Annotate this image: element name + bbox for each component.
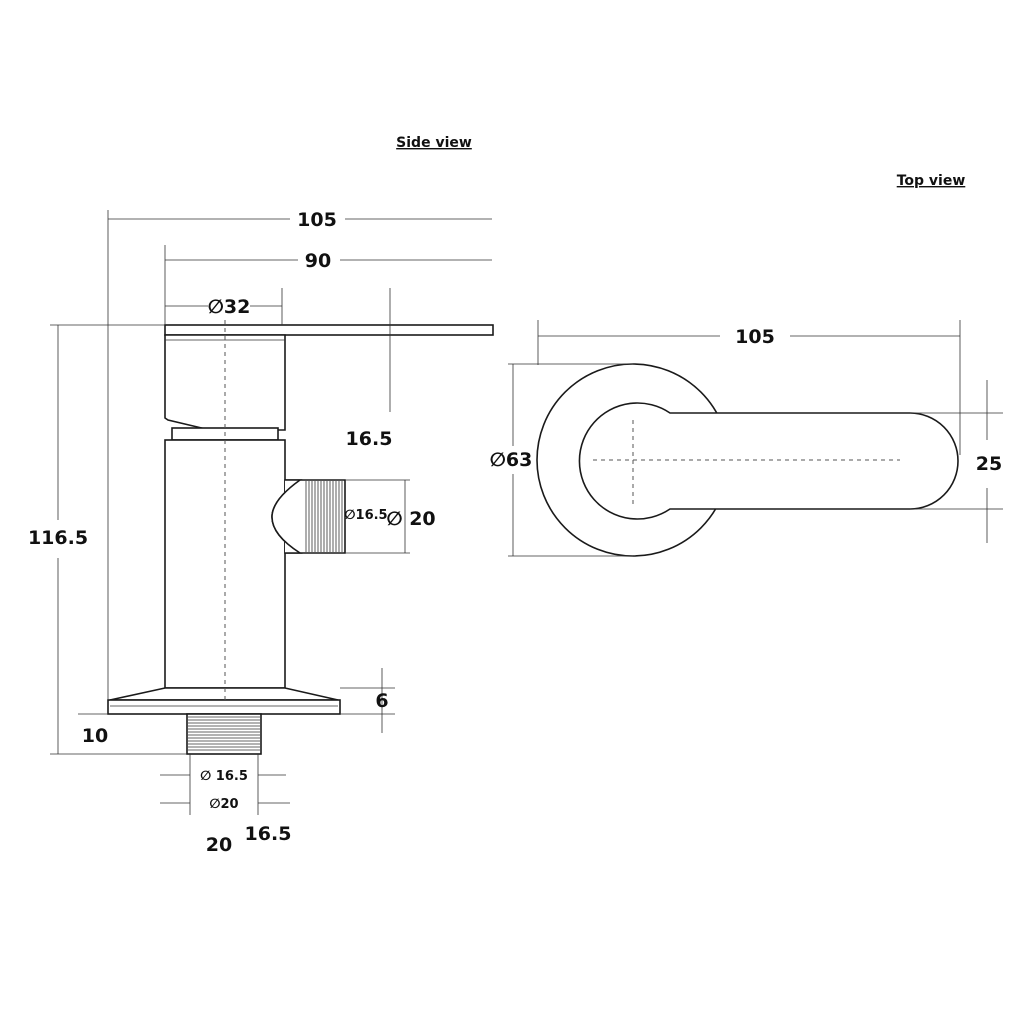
dim-bottom-16-5: 16.5 (245, 823, 292, 845)
dim-outlet-outer: ∅ 20 (386, 508, 435, 530)
outlet-connection (271, 479, 346, 554)
dim-bottom-20: 20 (206, 834, 232, 856)
lever-top (578, 402, 959, 520)
dim-body-width: 90 (305, 250, 331, 272)
side-view: 105 90 ∅32 16.5 116.5 ∅16.5 ∅ 20 6 1 (28, 209, 494, 856)
base-flange (107, 687, 341, 715)
side-view-title: Side view (396, 135, 472, 151)
dim-top-diameter: ∅63 (490, 449, 533, 471)
top-view-title: Top view (897, 173, 966, 189)
dim-flange: 6 (375, 690, 388, 712)
lever-handle (164, 324, 494, 431)
dim-lever-gap: 16.5 (346, 428, 393, 450)
dim-top-lever-width: 25 (976, 453, 1002, 475)
dim-diameter-32: ∅32 (208, 296, 251, 318)
dim-top-length: 105 (735, 326, 775, 348)
inlet-thread (186, 713, 262, 755)
dim-inlet-outer: ∅20 (209, 797, 238, 812)
dim-overall-width: 105 (297, 209, 337, 231)
dim-outlet-inner: ∅16.5 (344, 508, 387, 523)
dim-thread: 10 (82, 725, 108, 747)
dim-height: 116.5 (28, 527, 88, 549)
top-view: 105 ∅63 25 (490, 320, 1003, 557)
dim-inlet-inner: ∅ 16.5 (200, 769, 248, 784)
